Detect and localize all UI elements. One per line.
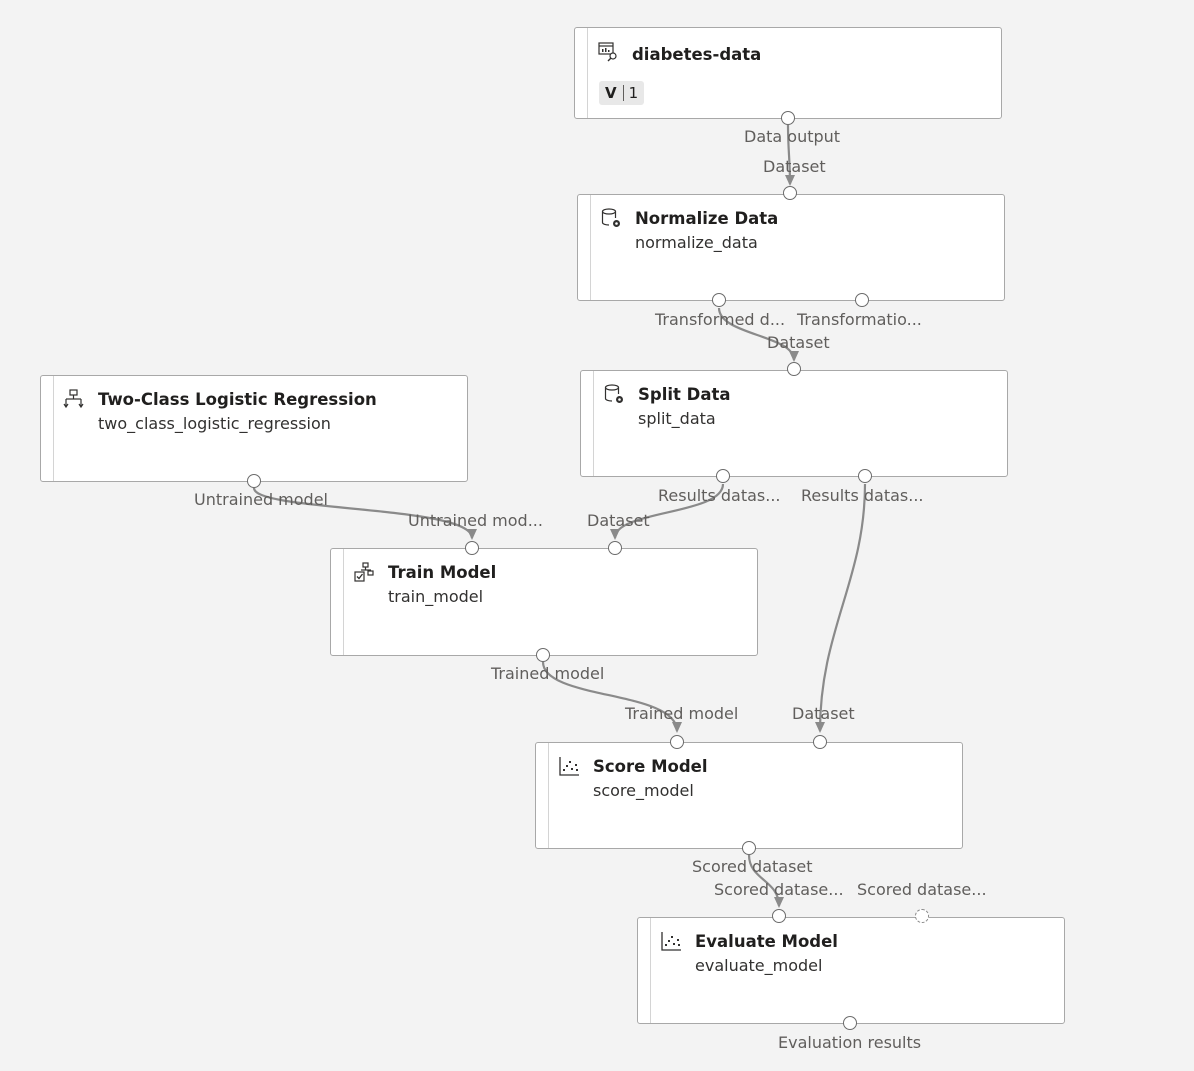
version-prefix: V — [605, 85, 624, 101]
port-label: Dataset — [587, 511, 650, 530]
port-label: Trained model — [491, 664, 605, 683]
port-label: Dataset — [792, 704, 855, 723]
port-label: Scored dataset — [692, 857, 813, 876]
database-gear-icon — [601, 208, 620, 227]
output-port[interactable] — [712, 293, 726, 307]
node-title: Evaluate Model — [695, 932, 838, 951]
port-label: Trained model — [625, 704, 739, 723]
scatter-chart-icon — [661, 932, 681, 951]
version-number: 1 — [628, 84, 639, 102]
dataset-icon — [598, 42, 617, 62]
node-subtitle: evaluate_model — [695, 956, 823, 975]
arrow-head — [815, 722, 825, 733]
port-label: Results datas... — [658, 486, 781, 505]
arrow-head — [789, 351, 799, 362]
output-port[interactable] — [855, 293, 869, 307]
node-title: diabetes-data — [632, 45, 762, 64]
node-train-model[interactable]: Train Model train_model — [330, 548, 758, 656]
node-title: Score Model — [593, 757, 708, 776]
edge-train-to-score[interactable] — [541, 661, 679, 732]
hierarchy-icon — [63, 389, 84, 409]
node-subtitle: train_model — [388, 587, 484, 606]
output-port[interactable] — [858, 469, 872, 483]
node-subtitle: normalize_data — [635, 233, 758, 252]
input-port[interactable] — [813, 735, 827, 749]
port-label: Transformatio... — [797, 310, 922, 329]
optional-input-port[interactable] — [915, 909, 929, 923]
input-port[interactable] — [608, 541, 622, 555]
node-title: Normalize Data — [635, 209, 779, 228]
arrow-head — [774, 897, 784, 908]
node-title: Two-Class Logistic Regression — [98, 390, 377, 409]
node-title: Split Data — [638, 385, 731, 404]
input-port[interactable] — [670, 735, 684, 749]
node-score-model[interactable]: Score Model score_model — [535, 742, 963, 849]
port-label: Dataset — [767, 333, 830, 352]
version-badge[interactable]: V 1 — [599, 81, 645, 105]
port-label: Data output — [744, 127, 841, 146]
input-port[interactable] — [787, 362, 801, 376]
node-subtitle: split_data — [638, 409, 716, 428]
arrow-head — [610, 529, 620, 540]
output-port[interactable] — [781, 111, 795, 125]
port-label: Transformed d... — [655, 310, 786, 329]
output-port[interactable] — [843, 1016, 857, 1030]
output-port[interactable] — [742, 841, 756, 855]
port-label: Results datas... — [801, 486, 924, 505]
node-evaluate-model[interactable]: Evaluate Model evaluate_model — [637, 917, 1065, 1024]
input-port[interactable] — [772, 909, 786, 923]
arrow-head — [672, 722, 682, 733]
port-label: Untrained mod... — [408, 511, 543, 530]
output-port[interactable] — [247, 474, 261, 488]
node-title: Train Model — [388, 563, 497, 582]
database-gear-icon — [604, 384, 623, 403]
port-label: Untrained model — [194, 490, 328, 509]
node-subtitle: score_model — [593, 781, 694, 800]
port-label: Scored datase... — [714, 880, 844, 899]
scatter-chart-icon — [559, 757, 579, 776]
train-model-icon — [354, 562, 374, 582]
node-subtitle: two_class_logistic_regression — [98, 414, 331, 433]
output-port[interactable] — [536, 648, 550, 662]
input-port[interactable] — [783, 186, 797, 200]
edge-split-to-score[interactable] — [818, 483, 867, 732]
edge-logreg-to-train[interactable] — [252, 487, 474, 539]
port-label: Scored datase... — [857, 880, 987, 899]
input-port[interactable] — [465, 541, 479, 555]
node-normalize-data[interactable]: Normalize Data normalize_data — [577, 194, 1005, 301]
port-label: Dataset — [763, 157, 826, 176]
node-two-class-logistic-regression[interactable]: Two-Class Logistic Regression two_class_… — [40, 375, 468, 482]
node-diabetes-data[interactable]: diabetes-data V 1 — [574, 27, 1002, 119]
arrow-head — [785, 175, 795, 186]
port-label: Evaluation results — [778, 1033, 922, 1052]
node-split-data[interactable]: Split Data split_data — [580, 370, 1008, 477]
arrow-head — [467, 529, 477, 540]
output-port[interactable] — [716, 469, 730, 483]
